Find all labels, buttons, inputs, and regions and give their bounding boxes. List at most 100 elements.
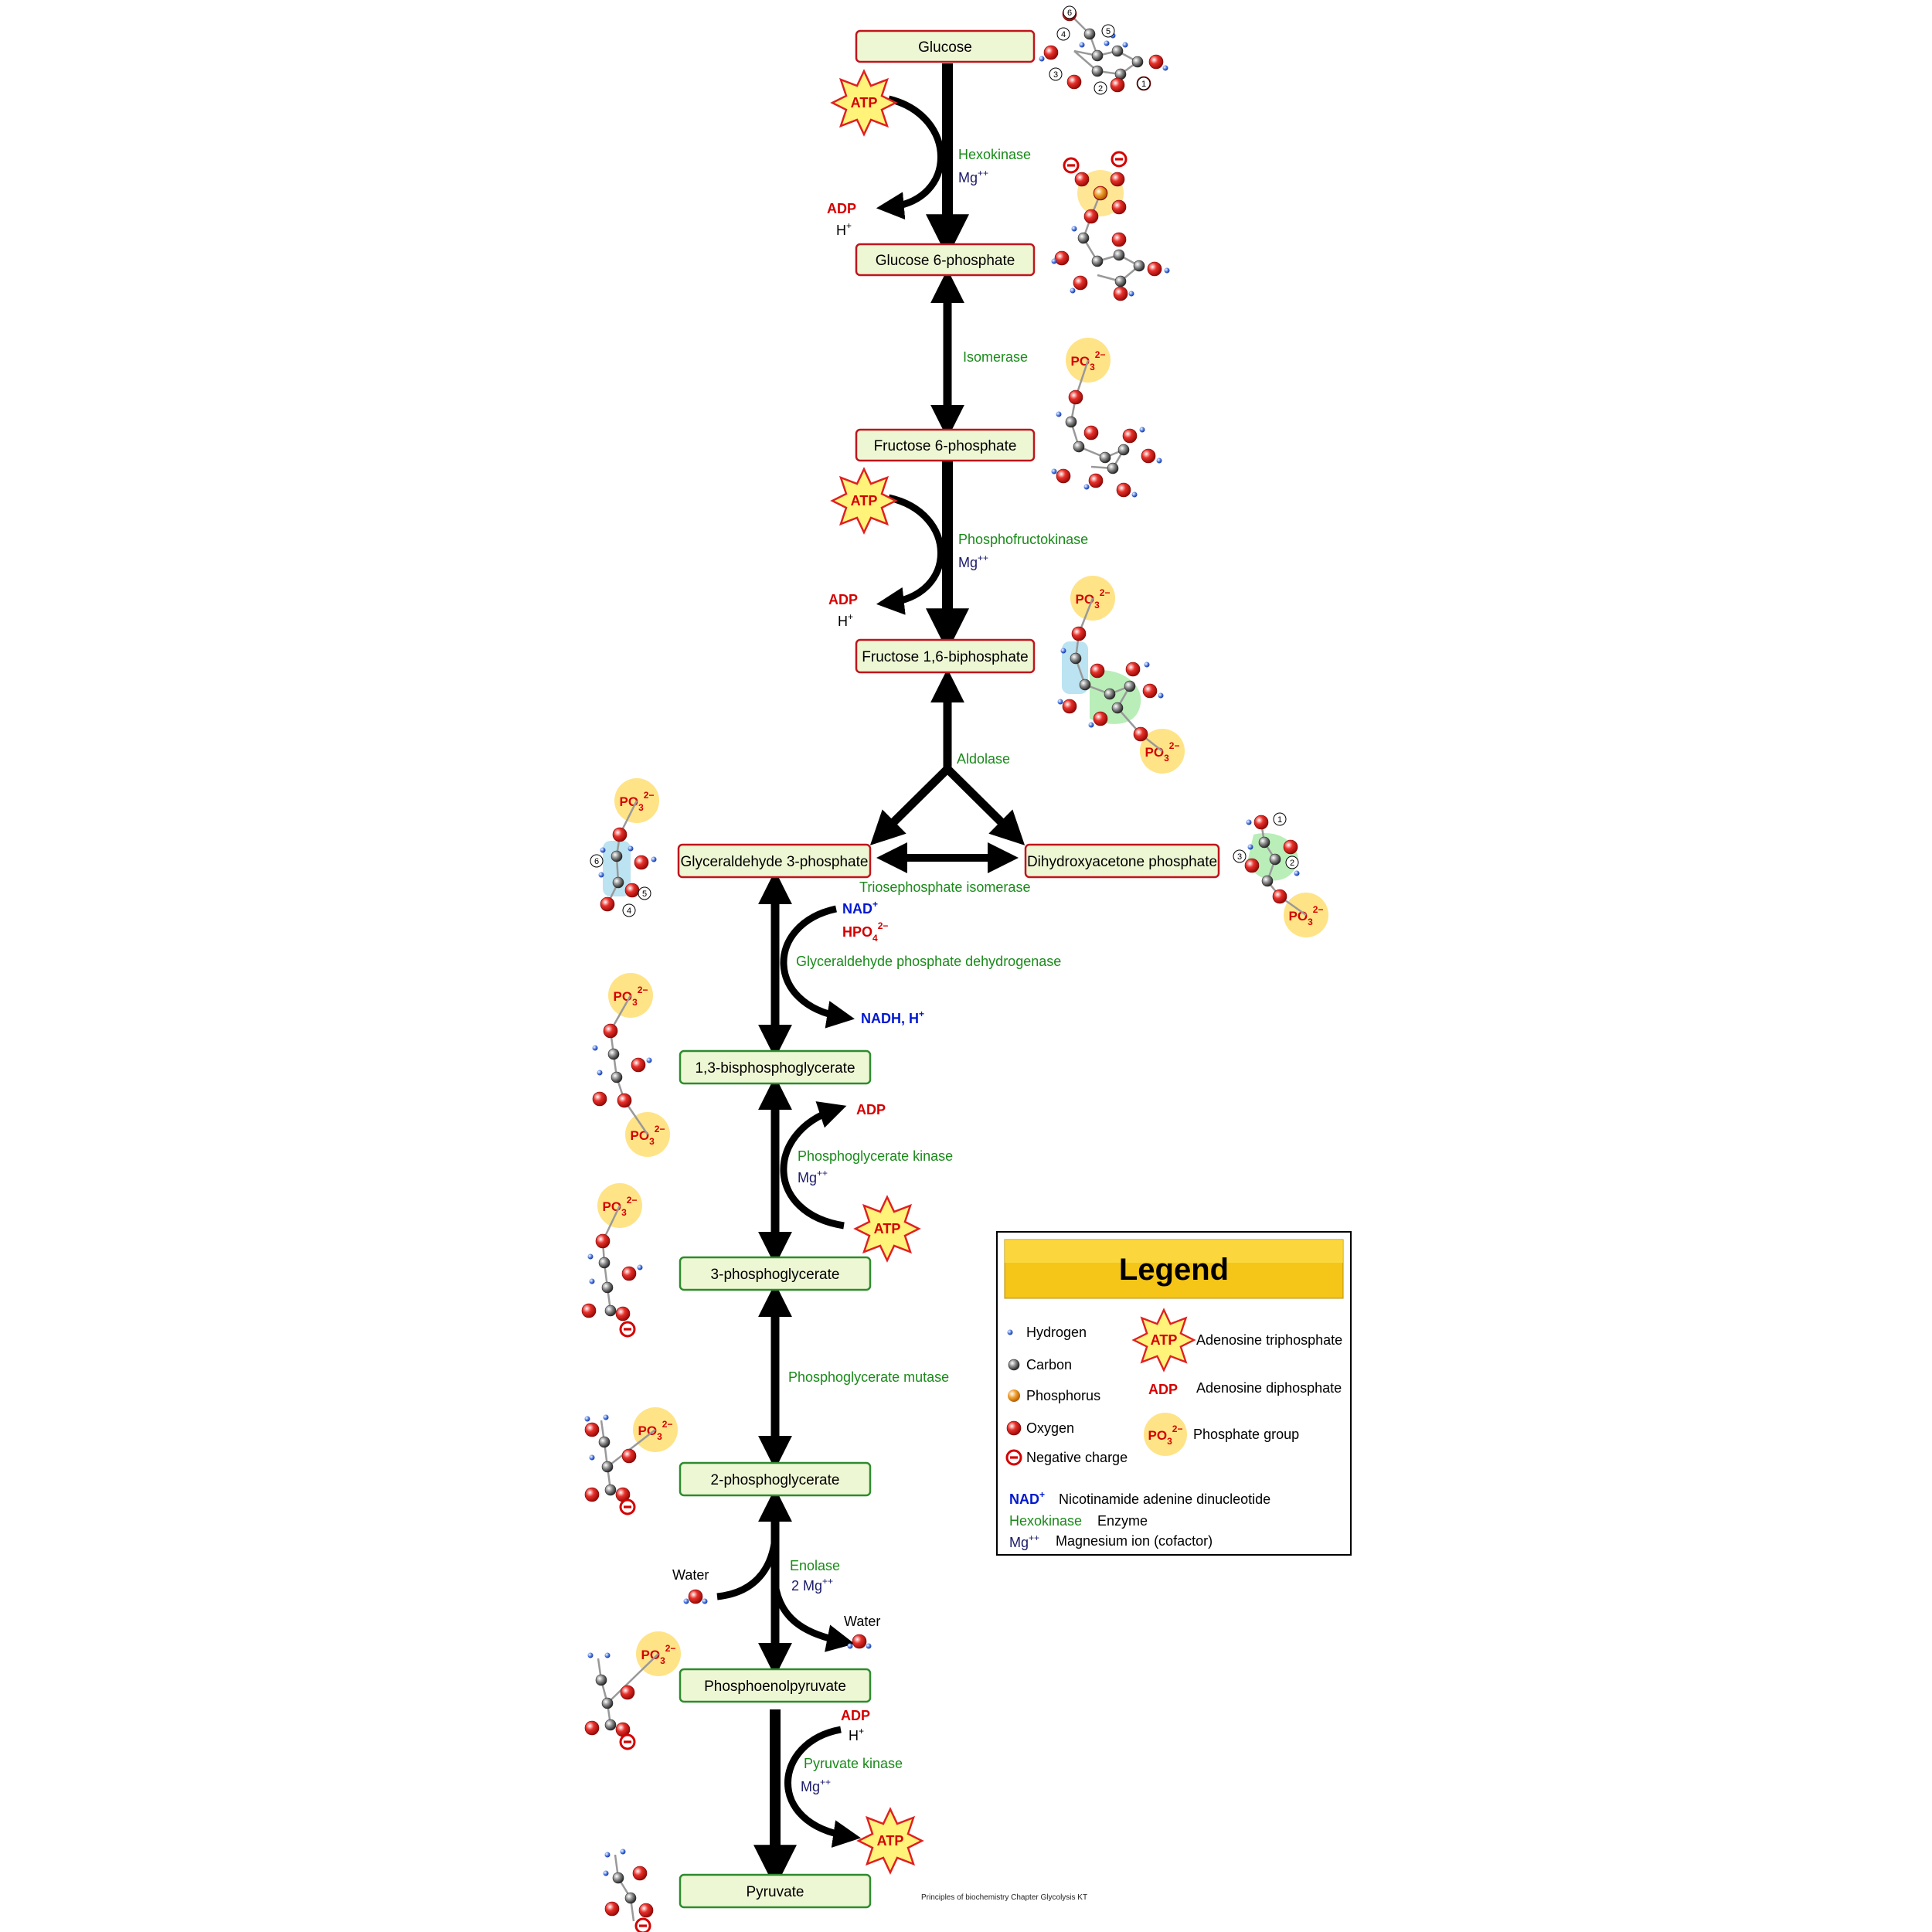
legend-negative-icon: [1005, 1449, 1022, 1466]
label-pep: Phosphoenolpyruvate: [704, 1679, 846, 1695]
svg-text:6: 6: [1067, 9, 1072, 18]
svg-text:3: 3: [1053, 70, 1058, 80]
legend-nad-symbol: NAD+: [1009, 1489, 1045, 1507]
hpo4-label: HPO42−: [842, 920, 888, 944]
label-pg2: 2-phosphoglycerate: [711, 1472, 840, 1488]
enzyme-pgk: Phosphoglycerate kinase: [798, 1148, 953, 1164]
molecule-f6p: [1051, 359, 1162, 498]
cofactor-mg-2: Mg++: [958, 553, 988, 570]
curve-enolase-out: [771, 1583, 855, 1652]
box-pg3: 3-phosphoglycerate: [679, 1256, 872, 1291]
adp-label-4: ADP: [841, 1708, 870, 1723]
legend-po3-desc: Phosphate group: [1193, 1427, 1299, 1442]
energy-molecules: ATP ADP H+ ATP ADP H+ NAD+ HPO42− NADH, …: [672, 70, 924, 1874]
legend-atp-symbol: ATP: [1151, 1332, 1178, 1348]
carbon-number-labels: 6 5 4 3 2 1: [1049, 5, 1151, 95]
curve-pfk: [876, 494, 944, 615]
box-pyruvate: Pyruvate: [679, 1873, 872, 1909]
curve-pk: [784, 1726, 862, 1848]
legend-phosphorus-icon: [1008, 1389, 1020, 1402]
box-pep: Phosphoenolpyruvate: [679, 1668, 872, 1703]
nadh-label: NADH, H+: [861, 1009, 924, 1026]
box-dhap: Dihydroxyacetone phosphate: [1024, 843, 1220, 879]
atp-label-1: ATP: [851, 95, 878, 111]
adp-label-2: ADP: [828, 592, 858, 607]
arrow-aldolase-right: [944, 766, 1026, 845]
enzyme-pfk: Phosphofructokinase: [958, 532, 1088, 547]
enzyme-labels: Hexokinase Mg++ Isomerase Phosphofructok…: [788, 147, 1088, 1794]
svg-text:2: 2: [1290, 859, 1294, 868]
credit-text: Principles of biochemistry Chapter Glyco…: [921, 1893, 1087, 1902]
atp-label-3: ATP: [874, 1221, 901, 1236]
label-dhap: Dihydroxyacetone phosphate: [1027, 854, 1217, 870]
phosphate-bpg-bottom: PO32−: [625, 1112, 670, 1157]
label-f16bp: Fructose 1,6-biphosphate: [862, 649, 1028, 665]
metabolite-boxes: Glucose Glucose 6-phosphate Fructose 6-p…: [677, 29, 1220, 1909]
side-arrows: [716, 95, 944, 1848]
nad-label: NAD+: [842, 899, 878, 917]
svg-text:6: 6: [594, 857, 599, 866]
box-pg2: 2-phosphoglycerate: [679, 1461, 872, 1497]
molecule-dhap: 1 3 2: [1233, 812, 1307, 917]
label-bpg13: 1,3-bisphosphoglycerate: [695, 1060, 855, 1077]
legend-po3-icon: PO32−: [1144, 1413, 1187, 1456]
cofactor-mg-1: Mg++: [958, 168, 988, 185]
h-label-2: H+: [838, 611, 853, 629]
molecule-g6p: [1051, 151, 1170, 301]
water-label-in: Water: [672, 1567, 709, 1583]
svg-text:5: 5: [1106, 27, 1111, 36]
enzyme-hexokinase: Hexokinase: [958, 147, 1031, 162]
enzyme-pk: Pyruvate kinase: [804, 1756, 903, 1771]
legend: Legend Hydrogen Carbon Phosphorus Oxygen…: [996, 1231, 1352, 1556]
curve-pgk: [780, 1101, 847, 1230]
legend-carbon-icon: [1008, 1359, 1020, 1371]
svg-text:2: 2: [1098, 84, 1103, 94]
box-f6p: Fructose 6-phosphate: [855, 428, 1036, 462]
cofactor-mg-4: Mg++: [801, 1777, 831, 1794]
svg-text:PO32−: PO32−: [1076, 587, 1111, 611]
legend-hydrogen: Hydrogen: [1026, 1325, 1087, 1340]
box-g3p: Glyceraldehyde 3-phosphate: [677, 843, 872, 879]
svg-text:PO32−: PO32−: [1148, 1423, 1183, 1447]
atp-label-2: ATP: [851, 493, 878, 509]
label-pyruvate: Pyruvate: [747, 1884, 804, 1900]
phosphate-groups: PO32− PO32− PO32− PO32− PO32− PO32− PO32…: [597, 338, 1328, 1676]
water-molecule-in: [683, 1589, 708, 1604]
enzyme-pgm: Phosphoglycerate mutase: [788, 1369, 949, 1385]
water-molecule-out: [847, 1634, 872, 1649]
legend-negative: Negative charge: [1026, 1450, 1128, 1465]
enzyme-enolase: Enolase: [790, 1558, 840, 1573]
cofactor-mg-3: Mg++: [798, 1168, 828, 1185]
label-g3p: Glyceraldehyde 3-phosphate: [681, 854, 869, 870]
enzyme-aldolase: Aldolase: [957, 751, 1010, 767]
molecule-glucose: 6 5 4 3 2 1: [1039, 5, 1168, 95]
legend-oxygen-icon: [1006, 1420, 1022, 1436]
molecule-pep: [584, 1652, 659, 1750]
legend-enzyme-symbol: Hexokinase: [1009, 1513, 1082, 1529]
cofactor-2mg: 2 Mg++: [791, 1576, 833, 1594]
legend-phosphorus: Phosphorus: [1026, 1388, 1100, 1403]
molecule-g3p: 6 5 4: [590, 800, 657, 917]
legend-oxygen: Oxygen: [1026, 1420, 1074, 1436]
molecule-f16bp: [1057, 597, 1164, 752]
main-arrows: [753, 63, 1026, 1889]
adp-label-3: ADP: [856, 1102, 886, 1117]
legend-nad-desc: Nicotinamide adenine dinucleotide: [1059, 1492, 1270, 1507]
legend-title: Legend: [1119, 1253, 1229, 1287]
enzyme-tpi: Triosephosphate isomerase: [859, 879, 1030, 895]
molecule-pg2: [584, 1414, 656, 1515]
box-f16bp: Fructose 1,6-biphosphate: [855, 638, 1036, 674]
legend-hydrogen-icon: [1007, 1329, 1013, 1335]
svg-text:3: 3: [1237, 852, 1242, 862]
legend-atp-desc: Adenosine triphosphate: [1196, 1332, 1342, 1348]
legend-adp-symbol: ADP: [1148, 1382, 1178, 1397]
curve-hexokinase: [876, 95, 944, 220]
h-label-4: H+: [849, 1726, 864, 1743]
svg-text:4: 4: [627, 906, 631, 916]
legend-enzyme-desc: Enzyme: [1097, 1513, 1148, 1529]
legend-mg-desc: Magnesium ion (cofactor): [1056, 1533, 1213, 1549]
svg-text:PO32−: PO32−: [638, 1419, 673, 1442]
box-glucose: Glucose: [855, 29, 1036, 63]
legend-adp-desc: Adenosine diphosphate: [1196, 1380, 1342, 1396]
